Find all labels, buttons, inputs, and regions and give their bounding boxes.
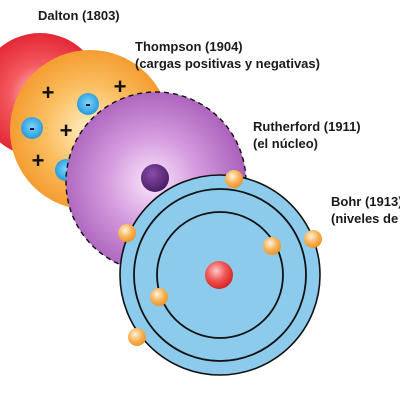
- svg-text:+: +: [60, 118, 73, 143]
- bohr-label: Bohr (1913) (niveles de: [331, 193, 400, 227]
- bohr-title: Bohr (1913): [331, 194, 400, 209]
- electron: [150, 288, 168, 306]
- bohr-orbit-outer: [133, 188, 307, 362]
- bohr-subtitle: (niveles de: [331, 211, 399, 226]
- svg-text:+: +: [42, 80, 55, 105]
- electron-negative: -: [21, 117, 43, 139]
- thompson-title: Thompson (1904): [135, 39, 243, 54]
- dalton-title: Dalton (1803): [38, 8, 120, 23]
- rutherford-subtitle: (el núcleo): [253, 136, 319, 151]
- svg-text:+: +: [114, 74, 127, 99]
- electron: [225, 170, 243, 188]
- electron-negative: -: [77, 93, 99, 115]
- electron: [128, 328, 146, 346]
- positive-charge: +: [114, 74, 127, 99]
- svg-text:+: +: [32, 148, 45, 173]
- bohr-orbit-inner: [156, 211, 284, 339]
- electron: [304, 230, 322, 248]
- positive-charge: +: [32, 148, 45, 173]
- rutherford-title: Rutherford (1911): [253, 119, 361, 134]
- electron: [263, 237, 281, 255]
- positive-charge: +: [60, 118, 73, 143]
- rutherford-label: Rutherford (1911) (el núcleo): [253, 118, 361, 152]
- positive-charge: +: [42, 80, 55, 105]
- electron: [118, 224, 136, 242]
- svg-text:-: -: [29, 120, 34, 137]
- svg-text:-: -: [85, 96, 90, 113]
- rutherford-nucleus: [141, 164, 169, 192]
- bohr-nucleus: [205, 261, 233, 289]
- bohr-atom: [118, 170, 322, 376]
- thompson-subtitle: (cargas positivas y negativas): [135, 56, 320, 71]
- thompson-label: Thompson (1904) (cargas positivas y nega…: [135, 38, 320, 72]
